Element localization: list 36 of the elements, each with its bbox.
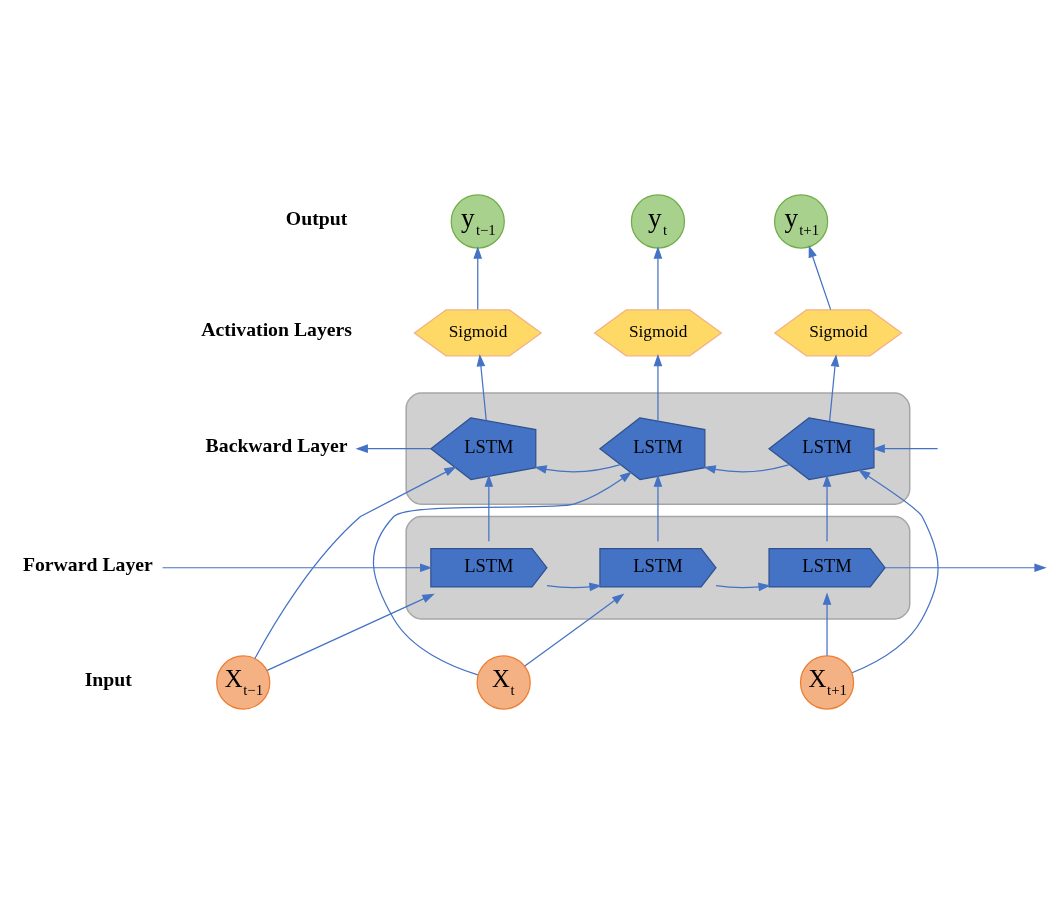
arrow — [161, 562, 433, 572]
node-circle: X$_{t+1}$ — [799, 654, 855, 710]
arrow — [653, 245, 663, 310]
arrow — [653, 474, 663, 542]
arrow — [872, 443, 939, 453]
arrow — [829, 353, 840, 422]
arrow — [266, 593, 435, 671]
label: Input — [84, 667, 132, 690]
node-circle: y$_{t+1}$ — [773, 193, 829, 249]
node-text: Backward Layer — [205, 433, 348, 456]
arrow — [355, 443, 432, 453]
arrow — [254, 466, 457, 659]
arrow — [884, 562, 1047, 572]
arrow — [851, 469, 939, 673]
arrow — [822, 592, 832, 656]
label: Output — [285, 206, 348, 229]
node-text: Forward Layer — [22, 552, 153, 575]
arrow — [372, 471, 633, 675]
arrow — [524, 592, 625, 667]
arrow — [473, 245, 483, 310]
arrow — [546, 582, 602, 591]
arrow — [484, 474, 494, 542]
label: Activation Layers — [201, 317, 353, 340]
node-circle: X$_{t}$ — [476, 654, 531, 710]
node-circle: X$_{t−1}$ — [216, 654, 271, 710]
arrow — [703, 463, 791, 474]
cluster — [405, 515, 911, 620]
node-circle: y$_{t}$ — [630, 193, 686, 249]
arrow — [822, 474, 832, 542]
arrow — [808, 244, 832, 310]
cluster — [405, 391, 911, 505]
arrow — [715, 582, 771, 591]
arrow — [534, 463, 621, 474]
node-circle: y$_{t−1}$ — [450, 193, 505, 249]
arrow — [653, 353, 663, 421]
arrow — [476, 353, 487, 421]
